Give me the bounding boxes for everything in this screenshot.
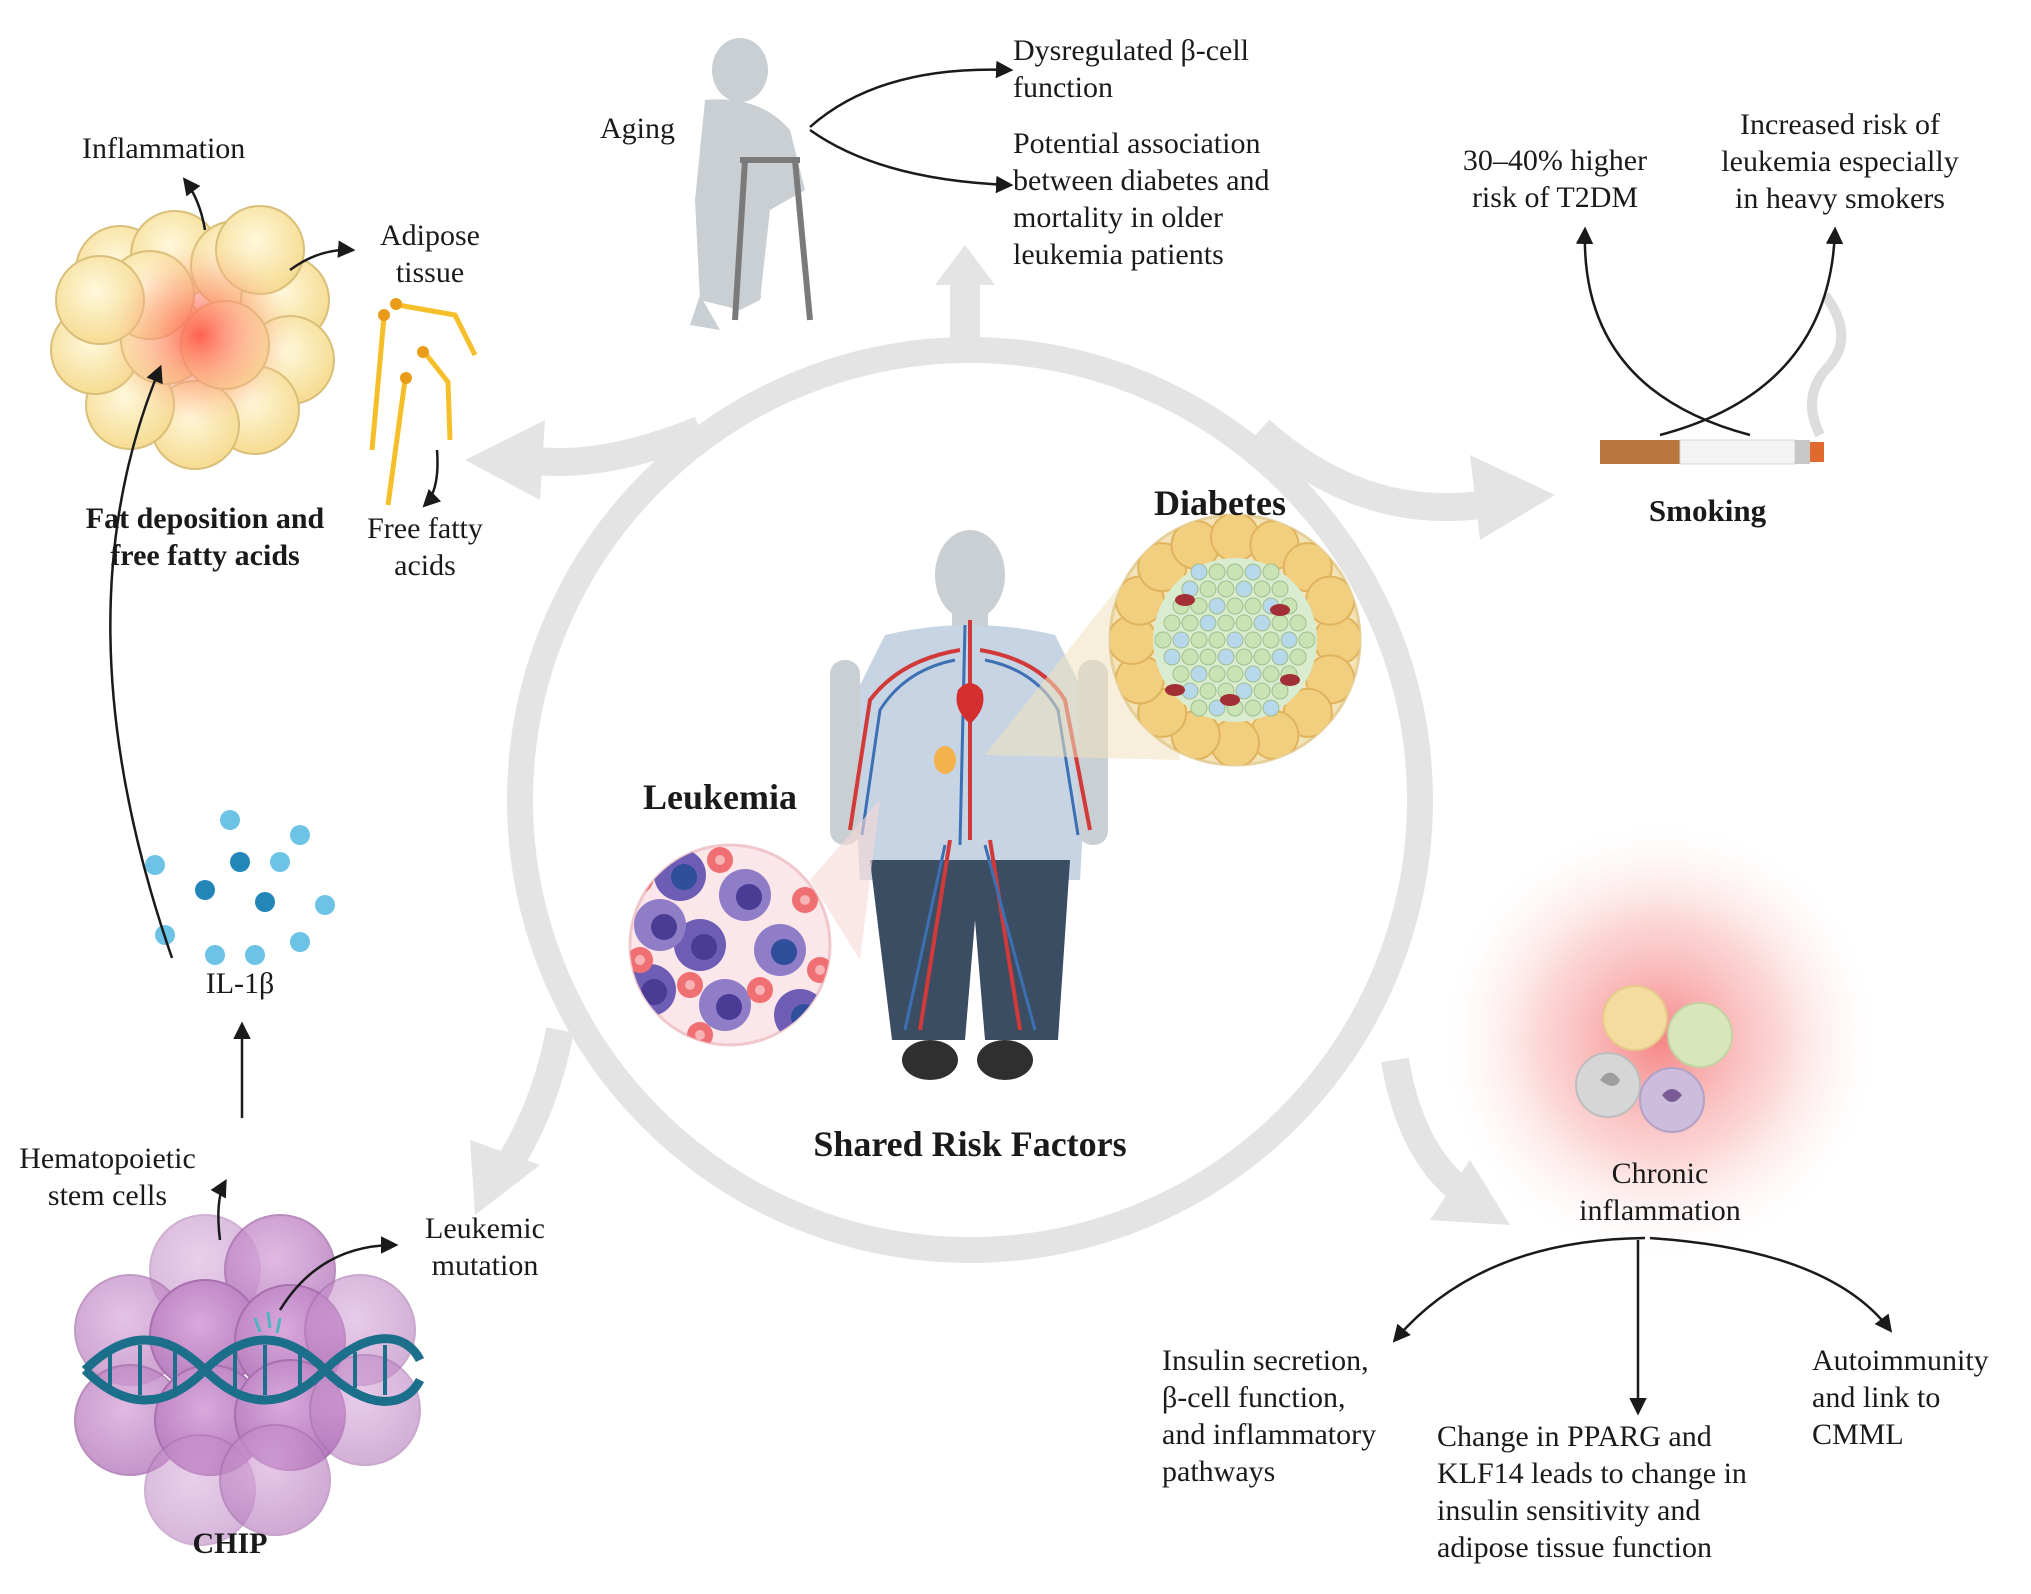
smoking-label: Smoking [1648,493,1767,528]
chip-label: CHIP [192,1527,268,1560]
person-figure [830,530,1108,1080]
central-ring [465,245,1555,1263]
effect-arrows [109,60,1893,1416]
leukemia-zoom [628,800,880,1047]
fat-cluster [50,205,335,470]
diabetes-zoom [985,513,1362,767]
aging-label: Aging [600,112,675,145]
chronic-inflammation-glow [1445,825,1875,1255]
shared-risk-factors-title: Shared Risk Factors [813,1124,1127,1164]
inflammation-label: Inflammation [82,132,246,165]
leukemia-label: Leukemia [642,777,797,817]
il1b-label: IL-1β [205,967,275,1000]
dna-helix [81,1334,425,1406]
free-fatty-acid-molecules [369,298,478,506]
chronic-effect-1: Insulin secretion,β-cell function, and i… [1162,1344,1377,1488]
chip-cluster [74,1214,421,1546]
diabetes-label: Diabetes [1154,483,1286,523]
il1b-particles [145,810,335,965]
cigarette [1600,292,1847,465]
elderly-figure [690,38,813,330]
mutation-spark [253,1311,282,1334]
